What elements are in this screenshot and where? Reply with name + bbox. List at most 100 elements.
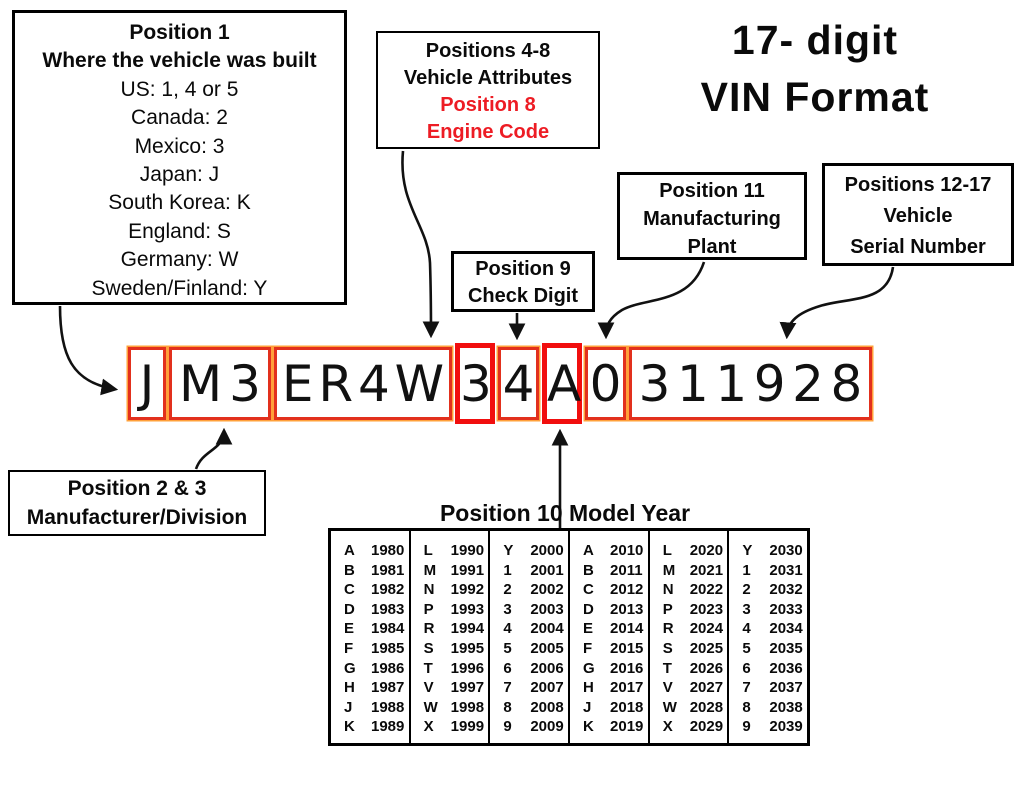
position11-box: Position 11 Manufacturing Plant: [617, 172, 807, 260]
model-year-code: N: [662, 581, 674, 599]
model-year-value: 2028: [689, 698, 724, 716]
model-year-code: S: [423, 639, 434, 657]
model-year-value: 1985: [371, 639, 405, 657]
model-year-code: T: [662, 659, 672, 677]
model-year-value: 1989: [371, 718, 405, 736]
model-year-value: 2010: [610, 542, 644, 559]
vin-character: 1: [715, 354, 748, 413]
model-year-value: 2013: [610, 600, 644, 618]
model-year-value: 1986: [371, 659, 405, 677]
model-year-code: V: [423, 679, 434, 697]
model-year-code: W: [423, 698, 438, 716]
model-year-code: 1: [503, 561, 512, 579]
model-year-code: R: [662, 620, 674, 638]
model-year-code: 8: [503, 698, 512, 716]
vin-segment-1: J: [128, 347, 166, 420]
position9-line1: Position 9: [475, 258, 571, 280]
positions4-8-line2: Vehicle Attributes: [403, 67, 573, 89]
model-year-value: 2033: [769, 600, 803, 618]
page-title-line1: 17- digit: [731, 17, 899, 63]
model-year-entry: W 1998: [411, 698, 489, 718]
model-year-entry: N 2022: [650, 580, 728, 600]
model-year-code: M: [662, 561, 676, 579]
vin-character: 2: [792, 354, 824, 413]
model-year-value: 1999: [450, 718, 485, 736]
model-year-value: 1991: [450, 561, 485, 579]
model-year-code: C: [344, 581, 355, 599]
model-year-value: 2038: [769, 698, 803, 716]
positions4-8-box: Positions 4-8 Vehicle Attributes Positio…: [376, 31, 600, 149]
model-year-code: 6: [742, 659, 751, 677]
model-year-value: 2026: [689, 659, 724, 677]
model-year-value: 1983: [371, 600, 405, 618]
model-year-value: 2004: [530, 620, 564, 638]
model-year-code: 2: [503, 581, 512, 599]
model-year-code: A: [344, 542, 355, 559]
positions4-8-red-line1: Position 8: [440, 94, 536, 116]
model-year-code: 4: [503, 620, 512, 638]
model-year-value: 2011: [610, 561, 643, 579]
model-year-code: F: [344, 639, 354, 657]
model-year-value: 1998: [450, 698, 485, 716]
page-title-line2: VIN Format: [700, 74, 930, 120]
model-year-value: 2014: [610, 620, 644, 638]
vin-character: M: [179, 354, 223, 413]
vin-character: 1: [676, 354, 709, 413]
arrow-positions2-3-to-vin-icon: [194, 427, 233, 470]
position11-line3: Plant: [687, 236, 737, 258]
vin-character: 3: [460, 354, 492, 413]
model-year-entry: B 2011: [570, 561, 648, 581]
position1-entry-germany: Germany: W: [120, 248, 239, 272]
model-year-value: 2025: [689, 639, 724, 657]
model-year-value: 2006: [530, 659, 564, 677]
model-year-entry: C 1982: [331, 580, 409, 600]
model-year-value: 2017: [610, 679, 644, 697]
vin-character: E: [281, 354, 314, 413]
vin-character: W: [394, 354, 445, 413]
model-year-value: 2002: [530, 581, 564, 599]
model-year-value: 2009: [530, 718, 564, 736]
model-year-code: S: [662, 639, 673, 657]
vin-segment-4: 3: [455, 343, 495, 424]
model-year-code: B: [583, 561, 594, 579]
model-year-code: W: [662, 698, 677, 716]
vin-segment-6: A: [542, 343, 582, 424]
position11-line1: Position 11: [659, 180, 765, 202]
model-year-value: 1982: [371, 581, 405, 599]
model-year-value: 2027: [689, 679, 724, 697]
model-year-code: 4: [742, 620, 751, 638]
model-year-value: 1996: [450, 659, 485, 677]
model-year-code: 2: [742, 581, 751, 599]
position1-title: Position 1: [129, 21, 230, 44]
position9-box: Position 9 Check Digit: [451, 251, 595, 312]
positions12-17-line3: Serial Number: [850, 236, 986, 258]
model-year-value: 2016: [610, 659, 644, 677]
model-year-code: H: [344, 679, 355, 697]
position1-entry-us: US: 1, 4 or 5: [120, 77, 239, 101]
model-year-value: 2008: [530, 698, 564, 716]
model-year-value: 2022: [689, 581, 724, 599]
model-year-value: 2029: [689, 718, 724, 736]
position1-entry-england: England: S: [128, 219, 231, 243]
